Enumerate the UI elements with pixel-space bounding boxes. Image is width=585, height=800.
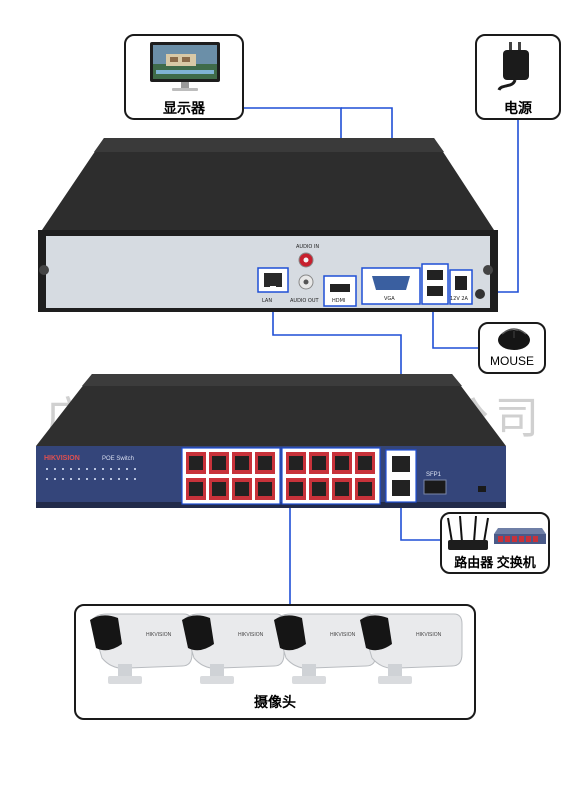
camera-4-brand: HIKVISION [416, 632, 442, 638]
power-in-label: 12V 2A [450, 296, 469, 302]
router-switch-label: 路由器 交换机 [454, 555, 536, 570]
router-icon [447, 516, 489, 550]
hdmi-label: HDMI [332, 298, 345, 304]
power-box: 电源 [475, 34, 561, 120]
mouse-label: MOUSE [489, 354, 534, 368]
wire-mouse [432, 300, 478, 349]
vga-label: VGA [384, 296, 395, 302]
poe-switch-device: HIKVISION POE Switch SFP1 [36, 374, 506, 508]
sfp-label: SFP1 [426, 472, 442, 478]
mouse-box: MOUSE [478, 322, 546, 374]
audio-out-label: AUDIO OUT [290, 298, 320, 304]
camera-1-brand: HIKVISION [146, 632, 172, 638]
camera-group-icon: HIKVISION HIKVISION HIKVISION HIKVISION [89, 613, 463, 685]
cameras-box: HIKVISION HIKVISION HIKVISION HIKVISION … [74, 604, 476, 720]
router-switch-box: 路由器 交换机 [440, 512, 550, 574]
mouse-icon [498, 328, 530, 350]
power-adapter-icon [497, 42, 529, 91]
switch-icon [494, 528, 546, 544]
sfp-port [423, 479, 447, 495]
camera-2-brand: HIKVISION [238, 632, 264, 638]
camera-3-brand: HIKVISION [330, 632, 356, 638]
lan-label: LAN [262, 298, 272, 304]
wire-power [490, 120, 519, 293]
camera-2-icon [181, 613, 285, 685]
camera-3-icon [273, 613, 377, 685]
cameras-label: 摄像头 [254, 694, 296, 710]
switch-model: POE Switch [102, 456, 134, 462]
monitor-label: 显示器 [163, 100, 205, 116]
power-label: 电源 [504, 100, 532, 116]
switch-brand: HIKVISION [44, 455, 80, 462]
monitor-icon [150, 42, 220, 91]
monitor-box: 显示器 [124, 34, 244, 120]
audio-in-label: AUDIO IN [296, 244, 319, 250]
nvr-device: AUDIO IN AUDIO OUT HDMI VGA 12V 2A LAN [38, 138, 498, 312]
camera-1-icon [89, 613, 193, 685]
camera-4-icon [359, 613, 463, 685]
